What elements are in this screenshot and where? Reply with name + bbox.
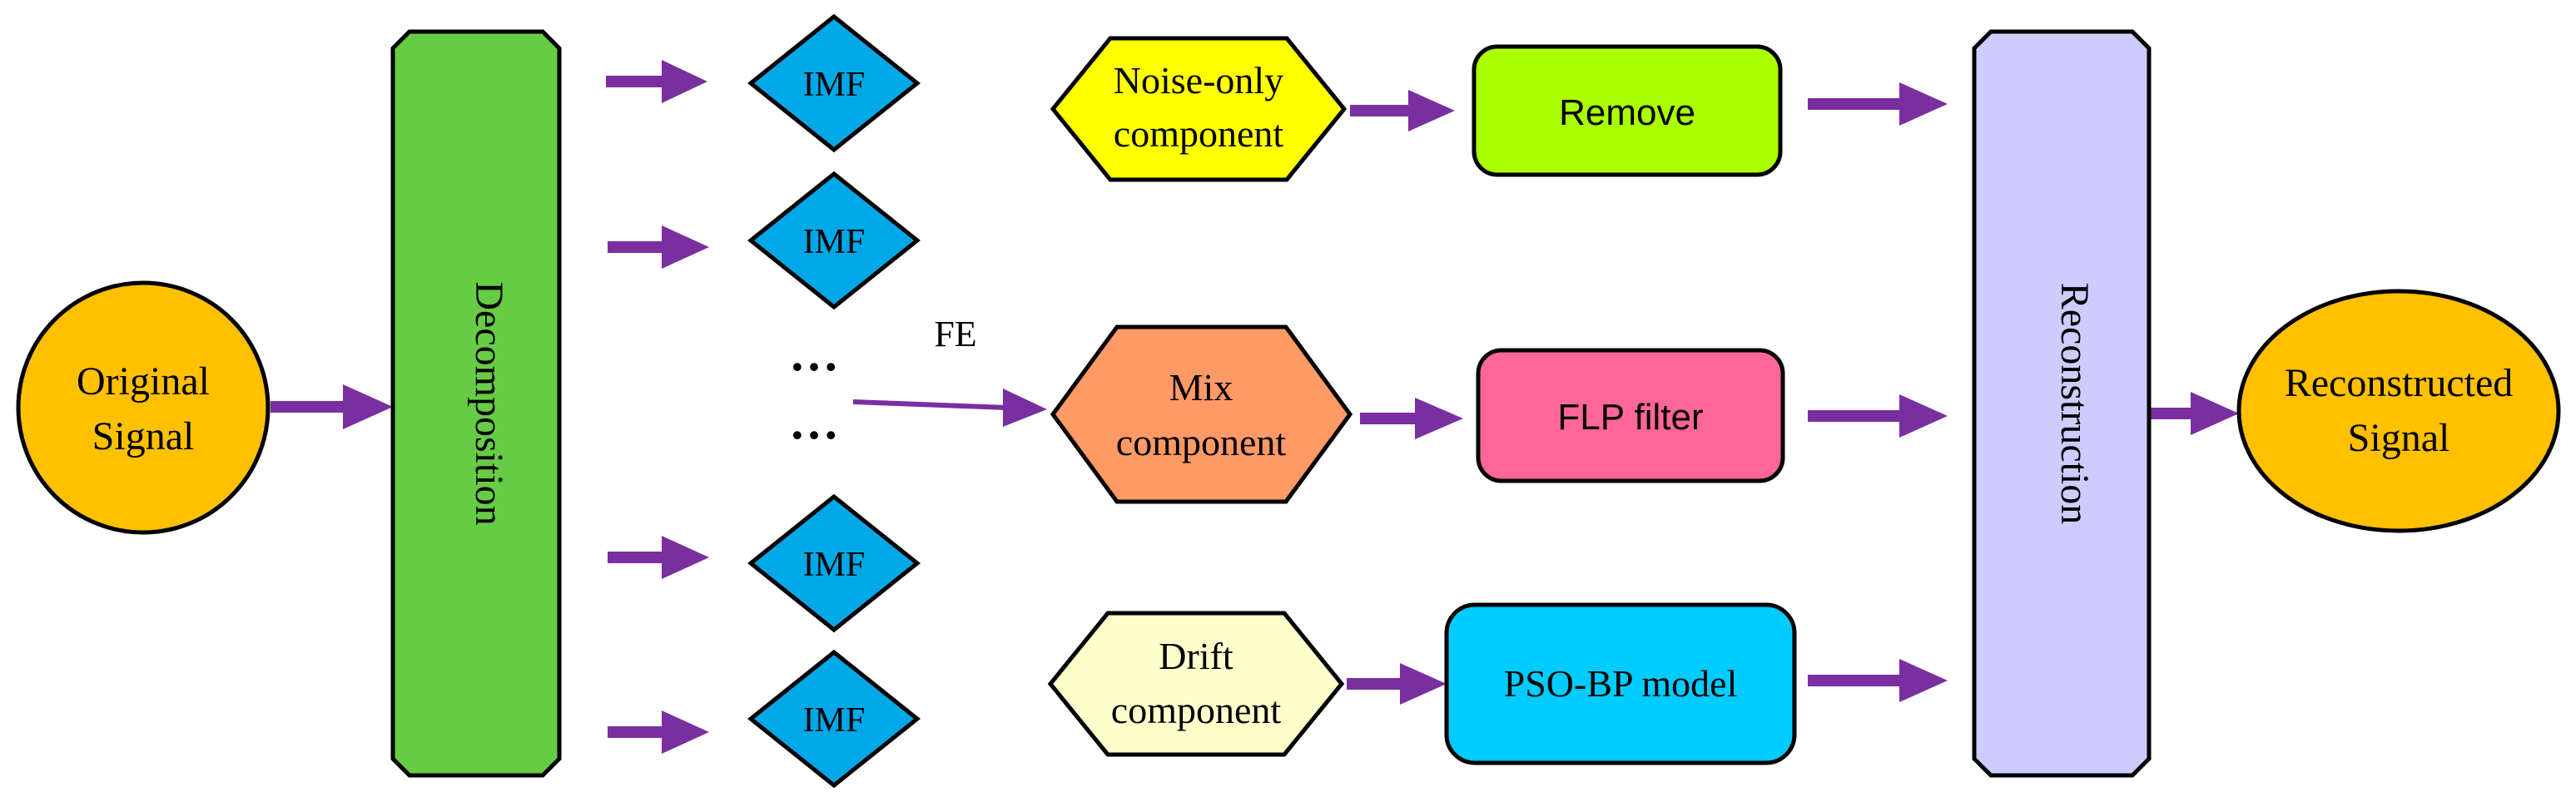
- reconstruction-shape: [1972, 29, 2152, 778]
- imf-node-3: IMF: [747, 493, 921, 633]
- arrow-remove-to-reconstruction: [1808, 82, 1948, 126]
- noise-only-line1: Noise-only: [1114, 59, 1283, 101]
- arrows: [271, 60, 2239, 754]
- mix-line1: Mix: [1169, 366, 1233, 408]
- reconstructed-signal-line1: Reconstructed: [2285, 361, 2514, 405]
- original-signal-node: Original Signal: [16, 280, 271, 535]
- pso-bp-box: [1444, 602, 1797, 765]
- imf-diamond: [747, 493, 921, 633]
- imf-node-4: IMF: [747, 649, 921, 789]
- original-signal-line2: Signal: [92, 414, 195, 458]
- noise-only-node: Noise-only component: [1050, 36, 1348, 182]
- imf-label: IMF: [803, 66, 866, 104]
- arrow-noise-to-remove: [1350, 90, 1455, 131]
- imf-diamond: [747, 171, 921, 310]
- flp-filter-label: FLP filter: [1557, 397, 1703, 438]
- noise-only-line2: component: [1114, 112, 1284, 155]
- arrow-decomposition-to-imf-4: [608, 710, 709, 754]
- imf-label: IMF: [803, 546, 866, 584]
- pso-bp-label: PSO-BP model: [1504, 662, 1738, 705]
- remove-node: Remove: [1472, 44, 1783, 177]
- arrow-decomposition-to-imf-2: [608, 225, 709, 269]
- ellipsis-top: …: [789, 326, 839, 381]
- original-signal-circle: [16, 280, 271, 535]
- arrow-original-to-decomposition: [271, 384, 393, 429]
- flp-filter-node: FLP filter: [1476, 348, 1785, 483]
- imf-node-2: IMF: [747, 171, 921, 310]
- arrow-drift-to-pso: [1347, 663, 1447, 705]
- fe-label: FE: [934, 314, 976, 354]
- drift-hexagon: [1047, 611, 1345, 757]
- drift-node: Drift component: [1047, 611, 1345, 757]
- arrow-decomposition-to-imf-1: [606, 60, 707, 103]
- imf-node-1: IMF: [747, 13, 921, 153]
- drift-line1: Drift: [1159, 635, 1233, 677]
- arrow-fe-to-mix: [852, 389, 1047, 427]
- remove-label: Remove: [1559, 92, 1695, 133]
- pso-bp-node: PSO-BP model: [1444, 602, 1797, 765]
- arrow-flp-to-reconstruction: [1808, 394, 1948, 438]
- arrow-mix-to-flp: [1360, 398, 1463, 439]
- imf-diamond: [747, 13, 921, 153]
- reconstructed-signal-line2: Signal: [2348, 416, 2450, 460]
- mix-line2: component: [1116, 421, 1287, 463]
- imf-label: IMF: [803, 701, 866, 740]
- mix-node: Mix component: [1050, 324, 1353, 504]
- mix-hexagon: [1050, 324, 1353, 504]
- flp-filter-box: [1476, 348, 1785, 483]
- reconstruction-label: Reconstruction: [2052, 283, 2097, 525]
- ellipsis-bottom: …: [789, 394, 839, 449]
- decomposition-shape: [390, 29, 562, 778]
- drift-line2: component: [1111, 689, 1282, 731]
- reconstruction-node: Reconstruction: [1972, 29, 2152, 778]
- noise-only-hexagon: [1050, 36, 1348, 182]
- decomposition-node: Decomposition: [390, 29, 562, 778]
- reconstructed-signal-ellipse: [2236, 289, 2561, 533]
- reconstructed-signal-node: Reconstructed Signal: [2236, 289, 2561, 533]
- arrow-pso-to-reconstruction: [1808, 659, 1948, 702]
- imf-diamond: [747, 649, 921, 789]
- arrow-reconstruction-to-output: [2139, 392, 2239, 435]
- original-signal-line1: Original: [77, 359, 210, 403]
- imf-label: IMF: [803, 223, 866, 261]
- arrow-decomposition-to-imf-3: [608, 536, 709, 579]
- decomposition-label: Decomposition: [467, 281, 511, 525]
- remove-box: [1472, 44, 1783, 177]
